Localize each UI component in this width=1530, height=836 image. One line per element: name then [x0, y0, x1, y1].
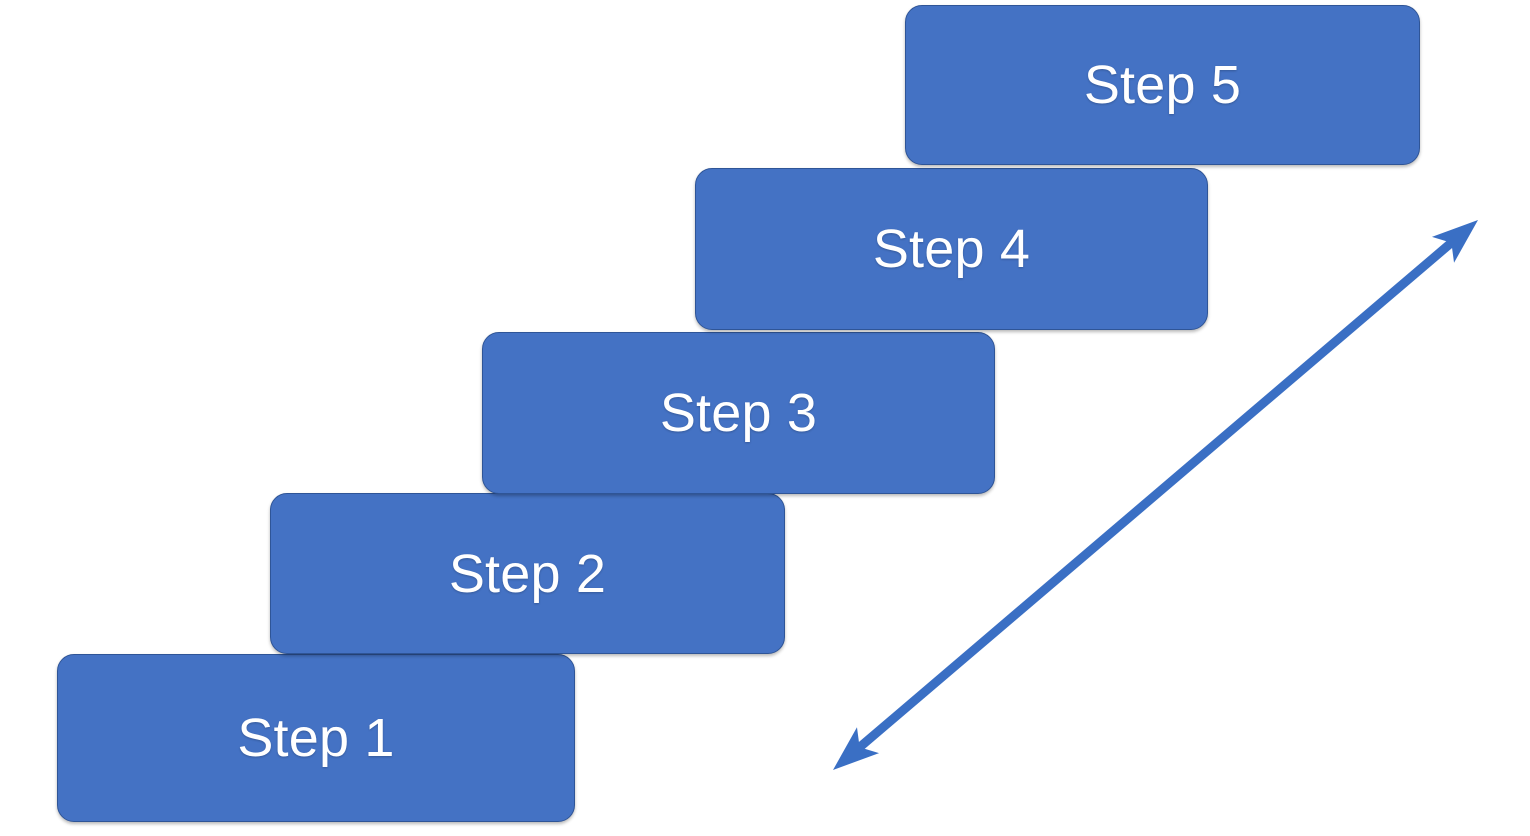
step-box-3[interactable]: Step 3 [482, 332, 995, 494]
step-label-5: Step 5 [1083, 55, 1242, 115]
step-label-2: Step 2 [448, 543, 607, 604]
step-box-4[interactable]: Step 4 [695, 168, 1208, 330]
arrow-head-down-icon [833, 727, 880, 770]
step-box-5[interactable]: Step 5 [905, 5, 1420, 165]
step-box-1[interactable]: Step 1 [57, 654, 575, 822]
step-label-1: Step 1 [237, 708, 395, 768]
step-label-4: Step 4 [872, 219, 1031, 279]
arrow-head-up-icon [1431, 220, 1478, 263]
step-label-3: Step 3 [659, 383, 818, 443]
step-box-2[interactable]: Step 2 [270, 493, 785, 654]
